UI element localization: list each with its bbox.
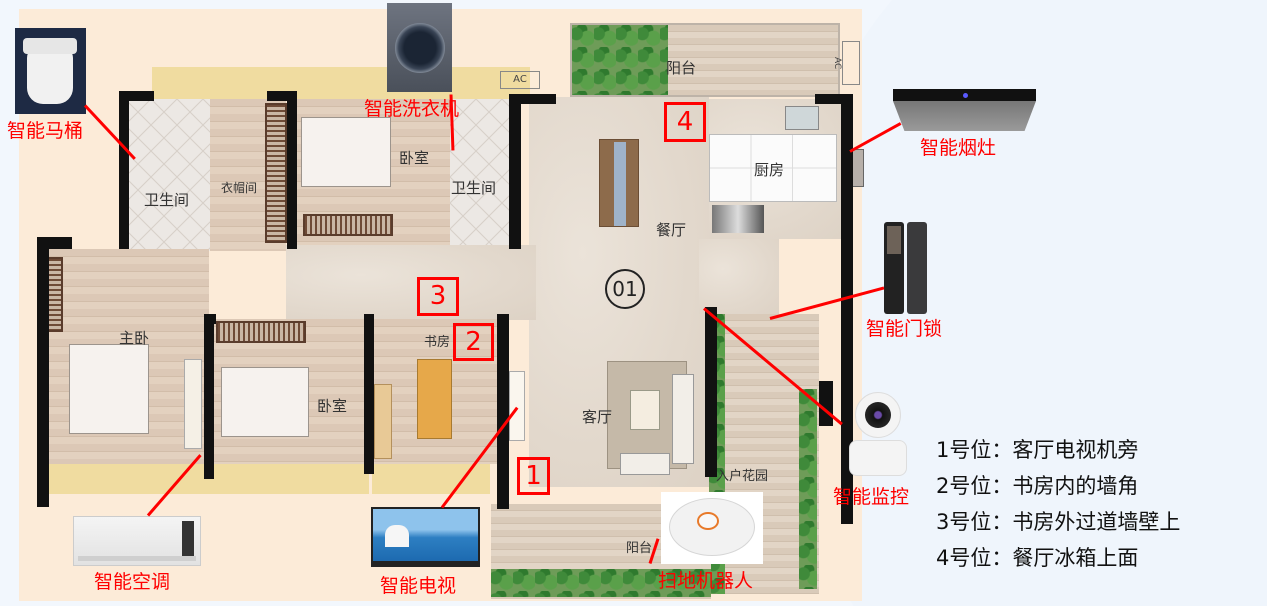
wall xyxy=(119,91,154,101)
room-label-bedroom-top: 卧室 xyxy=(399,149,430,167)
balcony-plants xyxy=(491,569,711,597)
room-label-bathroom-left: 卫生间 xyxy=(144,191,190,209)
tv-icon xyxy=(371,507,480,567)
device-label-range-hood: 智能烟灶 xyxy=(920,137,997,159)
legend-item-4: 4号位：餐厅冰箱上面 xyxy=(936,546,1139,570)
hallway-floor xyxy=(286,245,536,320)
wall xyxy=(815,94,845,104)
legend-item-1: 1号位：客厅电视机旁 xyxy=(936,438,1139,462)
bed xyxy=(301,117,391,187)
wall xyxy=(841,94,853,524)
device-label-air-conditioner: 智能空调 xyxy=(94,571,171,593)
dining-table xyxy=(599,139,639,227)
room-label-living: 客厅 xyxy=(582,408,613,426)
ac-unit-marker: AC xyxy=(500,71,540,89)
room-label-bedroom-bottom: 卧室 xyxy=(317,397,348,415)
position-marker-4: 4 xyxy=(664,102,706,142)
bed xyxy=(69,344,149,434)
bed xyxy=(221,367,309,437)
sofa xyxy=(672,374,694,464)
ac-unit-marker: AC xyxy=(832,41,860,85)
device-label-camera: 智能监控 xyxy=(833,486,910,508)
room-label-balcony-bottom: 阳台 xyxy=(626,541,653,556)
washing-machine-icon xyxy=(387,3,452,92)
wall xyxy=(37,237,72,249)
wall xyxy=(204,314,216,324)
room-label-kitchen: 厨房 xyxy=(754,161,785,179)
wardrobe xyxy=(265,103,287,243)
tv-cabinet xyxy=(509,371,525,441)
kitchen-counter xyxy=(709,134,837,202)
desk xyxy=(417,359,452,439)
device-label-toilet: 智能马桶 xyxy=(7,120,84,142)
sofa xyxy=(620,453,670,475)
balcony-plants xyxy=(572,25,668,95)
kitchen-sink xyxy=(785,106,819,130)
wall xyxy=(267,91,297,101)
wall xyxy=(819,381,833,426)
wall xyxy=(37,237,49,507)
wall xyxy=(287,91,297,249)
wall xyxy=(119,91,129,249)
security-camera-icon xyxy=(847,388,908,478)
garden-plants xyxy=(799,389,817,589)
room-label-bathroom-right: 卫生间 xyxy=(451,179,497,197)
wall xyxy=(521,94,556,104)
wall xyxy=(497,314,509,509)
robot-vacuum-icon xyxy=(661,492,763,564)
unit-number: 01 xyxy=(605,269,645,309)
range-hood-icon xyxy=(893,89,1036,131)
position-marker-3: 3 xyxy=(417,277,459,316)
device-label-door-lock: 智能门锁 xyxy=(866,318,943,340)
wardrobe xyxy=(216,321,306,343)
window-sill-top xyxy=(152,67,530,99)
cabinet xyxy=(184,359,202,449)
device-label-tv: 智能电视 xyxy=(380,575,457,597)
room-label-cloakroom: 衣帽间 xyxy=(221,181,258,195)
device-label-washer: 智能洗衣机 xyxy=(364,98,460,120)
room-label-dining: 餐厅 xyxy=(656,221,687,239)
wall xyxy=(705,307,717,477)
bathroom-right-floor xyxy=(450,99,520,251)
room-label-master-bedroom: 主卧 xyxy=(119,329,150,347)
legend-item-3: 3号位：书房外过道墙壁上 xyxy=(936,510,1181,534)
bathroom-left-floor xyxy=(125,99,210,251)
entry-floor xyxy=(699,239,779,314)
floor-plan: 卫生间 衣帽间 卧室 卫生间 阳台 AC AC 餐厅 01 厨房 主卧 卧室 书… xyxy=(19,9,864,601)
wall xyxy=(364,314,374,474)
legend-item-2: 2号位：书房内的墙角 xyxy=(936,474,1139,498)
wall xyxy=(204,314,214,479)
refrigerator xyxy=(712,205,764,233)
bookshelf xyxy=(374,384,392,459)
position-marker-1: 1 xyxy=(517,457,550,495)
position-legend: 1号位：客厅电视机旁 2号位：书房内的墙角 3号位：书房外过道墙壁上 4号位：餐… xyxy=(936,432,1180,576)
door-lock-icon xyxy=(884,222,928,314)
position-marker-2: 2 xyxy=(453,323,494,361)
wall xyxy=(509,94,521,249)
device-label-robot-vacuum: 扫地机器人 xyxy=(658,570,754,592)
room-label-entry-garden: 入户花园 xyxy=(716,469,769,484)
air-conditioner-icon xyxy=(73,516,201,566)
wardrobe xyxy=(303,214,393,236)
room-label-study: 书房 xyxy=(424,335,451,350)
room-label-balcony-top: 阳台 xyxy=(666,59,697,77)
smart-toilet-icon xyxy=(15,28,86,114)
